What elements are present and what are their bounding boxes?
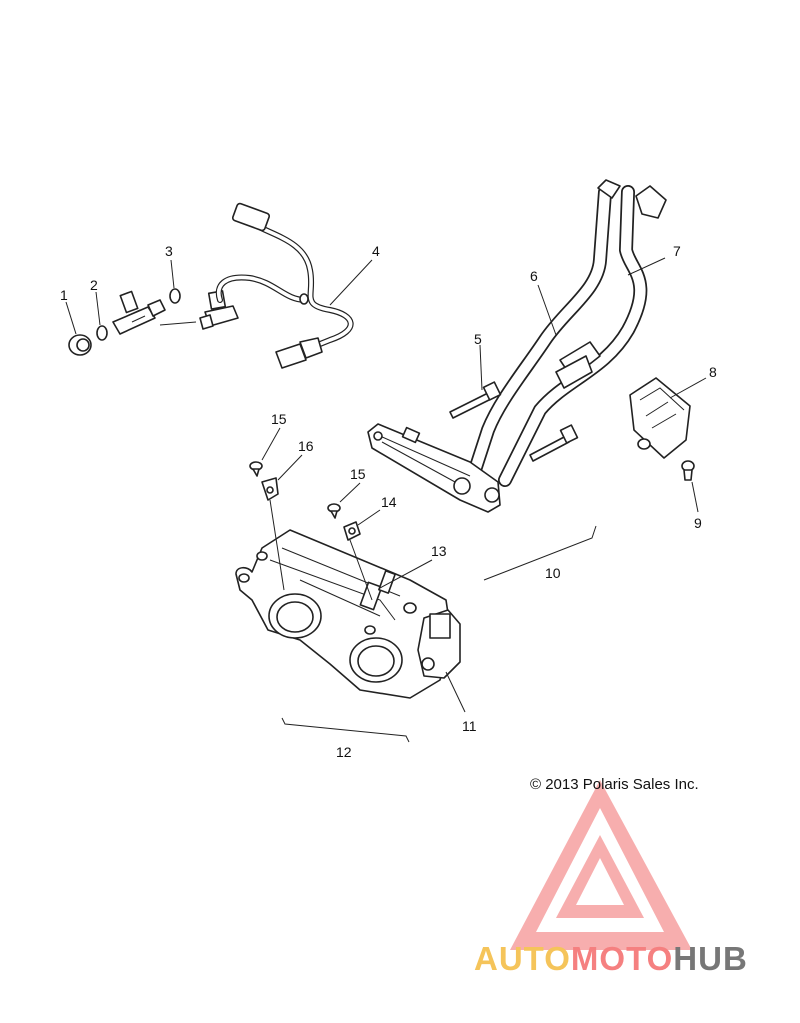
bolt-part xyxy=(449,381,502,419)
wire-harness-part xyxy=(215,202,354,369)
copyright-notice: © 2013 Polaris Sales Inc. xyxy=(530,776,699,793)
o-ring-part xyxy=(96,325,108,341)
clip-14-part xyxy=(343,521,361,541)
callout-1: 1 xyxy=(60,287,68,303)
callout-15a: 15 xyxy=(271,411,287,427)
bracket-10 xyxy=(483,525,597,581)
throttle-sensor-part xyxy=(417,609,461,679)
screw-part xyxy=(681,460,695,481)
screw-15a-part xyxy=(249,461,263,477)
fuel-rail-part xyxy=(367,423,501,513)
callout-8: 8 xyxy=(709,364,717,380)
throttle-body-part xyxy=(235,529,453,699)
bracket-12 xyxy=(281,717,410,743)
callout-9: 9 xyxy=(694,515,702,531)
callout-15b: 15 xyxy=(350,466,366,482)
o-ring-small-part xyxy=(169,288,181,304)
watermark-moto: MOTO xyxy=(570,940,674,977)
callout-7: 7 xyxy=(673,243,681,259)
callout-4: 4 xyxy=(372,243,380,259)
clip-16-part xyxy=(261,477,279,501)
sensor-module-part xyxy=(629,377,691,459)
bolt-part-2 xyxy=(529,424,579,462)
callout-6: 6 xyxy=(530,268,538,284)
callout-14: 14 xyxy=(381,494,397,510)
fuel-injector-right xyxy=(199,290,239,330)
watermark-auto: AUTO xyxy=(474,940,571,977)
seal-ring-part xyxy=(68,334,92,356)
fuel-hose-parts xyxy=(468,179,667,487)
callout-12: 12 xyxy=(336,744,352,760)
watermark-logo xyxy=(510,780,692,950)
screw-15b-part xyxy=(327,503,341,519)
callout-2: 2 xyxy=(90,277,98,293)
callout-3: 3 xyxy=(165,243,173,259)
callout-10: 10 xyxy=(545,565,561,581)
watermark-text: AUTOMOTOHUB xyxy=(474,940,748,978)
callout-11: 11 xyxy=(462,718,477,734)
callout-labels: 1 2 3 4 5 6 7 8 9 10 11 12 13 14 15 15 1… xyxy=(60,243,717,760)
watermark-hub: HUB xyxy=(673,940,748,977)
callout-13: 13 xyxy=(431,543,447,559)
fuel-injector-left xyxy=(112,290,166,335)
callout-16: 16 xyxy=(298,438,314,454)
callout-5: 5 xyxy=(474,331,482,347)
leader-lines xyxy=(65,257,707,713)
